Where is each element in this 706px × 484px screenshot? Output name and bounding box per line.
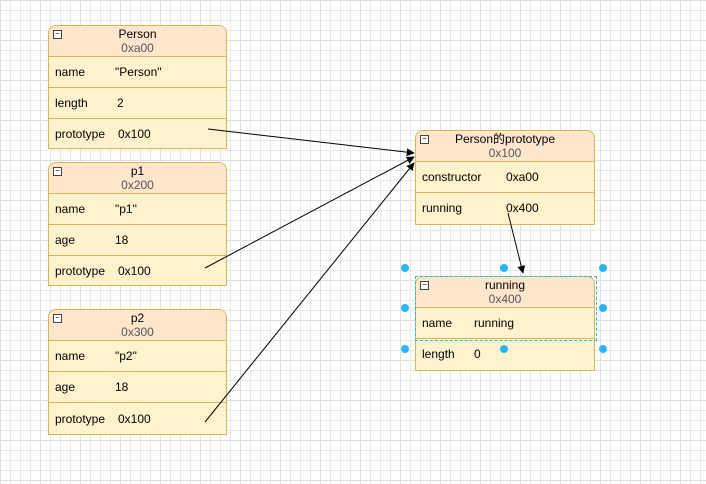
row-value: 0xa00	[506, 170, 539, 184]
prototype-object-box[interactable]: − Person的prototype 0x100 constructor 0xa…	[415, 130, 595, 225]
p1-header[interactable]: − p1 0x200	[49, 163, 226, 194]
resize-handle-nw[interactable]	[401, 264, 409, 272]
row-key: name	[55, 65, 86, 79]
p2-header[interactable]: − p2 0x300	[49, 310, 226, 341]
row-key: age	[55, 233, 76, 247]
p2-title: p2	[130, 311, 145, 325]
p2-row-age[interactable]: age 18	[49, 372, 226, 403]
arrow-p1-prototype[interactable]	[204, 156, 415, 269]
collapse-icon[interactable]: −	[420, 281, 429, 290]
prototype-header[interactable]: − Person的prototype 0x100	[416, 131, 594, 162]
row-key: prototype	[55, 127, 106, 141]
row-value: 0	[474, 347, 481, 361]
row-key: length	[55, 96, 88, 110]
row-key: name	[55, 349, 86, 363]
running-title: running	[484, 278, 526, 292]
prototype-row-running[interactable]: running 0x400	[416, 193, 594, 224]
row-key: name	[55, 202, 86, 216]
resize-handle-se[interactable]	[599, 345, 607, 353]
person-object-box[interactable]: − Person 0xa00 name "Person" length 2 pr…	[48, 25, 227, 149]
collapse-icon[interactable]: −	[420, 135, 429, 144]
p1-title: p1	[130, 164, 145, 178]
row-key: running	[422, 201, 463, 215]
row-key: age	[55, 380, 76, 394]
running-row-length[interactable]: length 0	[416, 339, 594, 370]
resize-handle-ne[interactable]	[599, 264, 607, 272]
p1-row-age[interactable]: age 18	[49, 225, 226, 256]
p2-object-box[interactable]: − p2 0x300 name "p2" age 18 prototype 0x…	[48, 309, 227, 435]
resize-handle-sw[interactable]	[401, 345, 409, 353]
row-key: length	[422, 347, 455, 361]
p1-object-box[interactable]: − p1 0x200 name "p1" age 18 prototype 0x…	[48, 162, 227, 286]
row-value: "Person"	[115, 65, 162, 79]
prototype-address: 0x100	[488, 146, 522, 160]
p1-address: 0x200	[121, 178, 154, 192]
running-header[interactable]: − running 0x400	[416, 277, 594, 308]
person-row-name[interactable]: name "Person"	[49, 57, 226, 88]
p1-row-name[interactable]: name "p1"	[49, 194, 226, 225]
resize-handle-s[interactable]	[500, 345, 508, 353]
prototype-row-constructor[interactable]: constructor 0xa00	[416, 162, 594, 193]
row-value: 0x400	[506, 201, 539, 215]
person-address: 0xa00	[121, 41, 154, 55]
row-key: prototype	[55, 264, 106, 278]
person-header[interactable]: − Person 0xa00	[49, 26, 226, 57]
row-value: 0x100	[118, 412, 151, 426]
p2-address: 0x300	[121, 325, 154, 339]
running-address: 0x400	[488, 292, 522, 306]
row-key: constructor	[422, 170, 482, 184]
row-key: name	[422, 316, 453, 330]
collapse-icon[interactable]: −	[53, 30, 62, 39]
resize-handle-e[interactable]	[599, 304, 607, 312]
row-key: prototype	[55, 412, 106, 426]
person-row-prototype[interactable]: prototype 0x100	[49, 119, 226, 150]
resize-handle-w[interactable]	[401, 304, 409, 312]
collapse-icon[interactable]: −	[53, 314, 62, 323]
row-value: running	[474, 316, 515, 330]
running-object-box[interactable]: − running 0x400 name running length 0	[415, 276, 595, 371]
p1-row-prototype[interactable]: prototype 0x100	[49, 256, 226, 287]
p2-row-prototype[interactable]: prototype 0x100	[49, 403, 226, 436]
row-value: 18	[115, 233, 129, 247]
resize-handle-n[interactable]	[500, 264, 508, 272]
row-value: 2	[117, 96, 124, 110]
person-row-length[interactable]: length 2	[49, 88, 226, 119]
row-value: "p1"	[115, 202, 137, 216]
prototype-title: Person的prototype	[454, 132, 556, 146]
row-value: 0x100	[118, 264, 151, 278]
running-row-name[interactable]: name running	[416, 308, 594, 339]
row-value: "p2"	[115, 349, 137, 363]
arrow-p2-prototype[interactable]	[204, 162, 415, 423]
row-value: 18	[115, 380, 129, 394]
p2-row-name[interactable]: name "p2"	[49, 341, 226, 372]
arrow-person-prototype[interactable]	[207, 128, 415, 157]
person-title: Person	[118, 27, 157, 41]
collapse-icon[interactable]: −	[53, 167, 62, 176]
row-value: 0x100	[118, 127, 151, 141]
